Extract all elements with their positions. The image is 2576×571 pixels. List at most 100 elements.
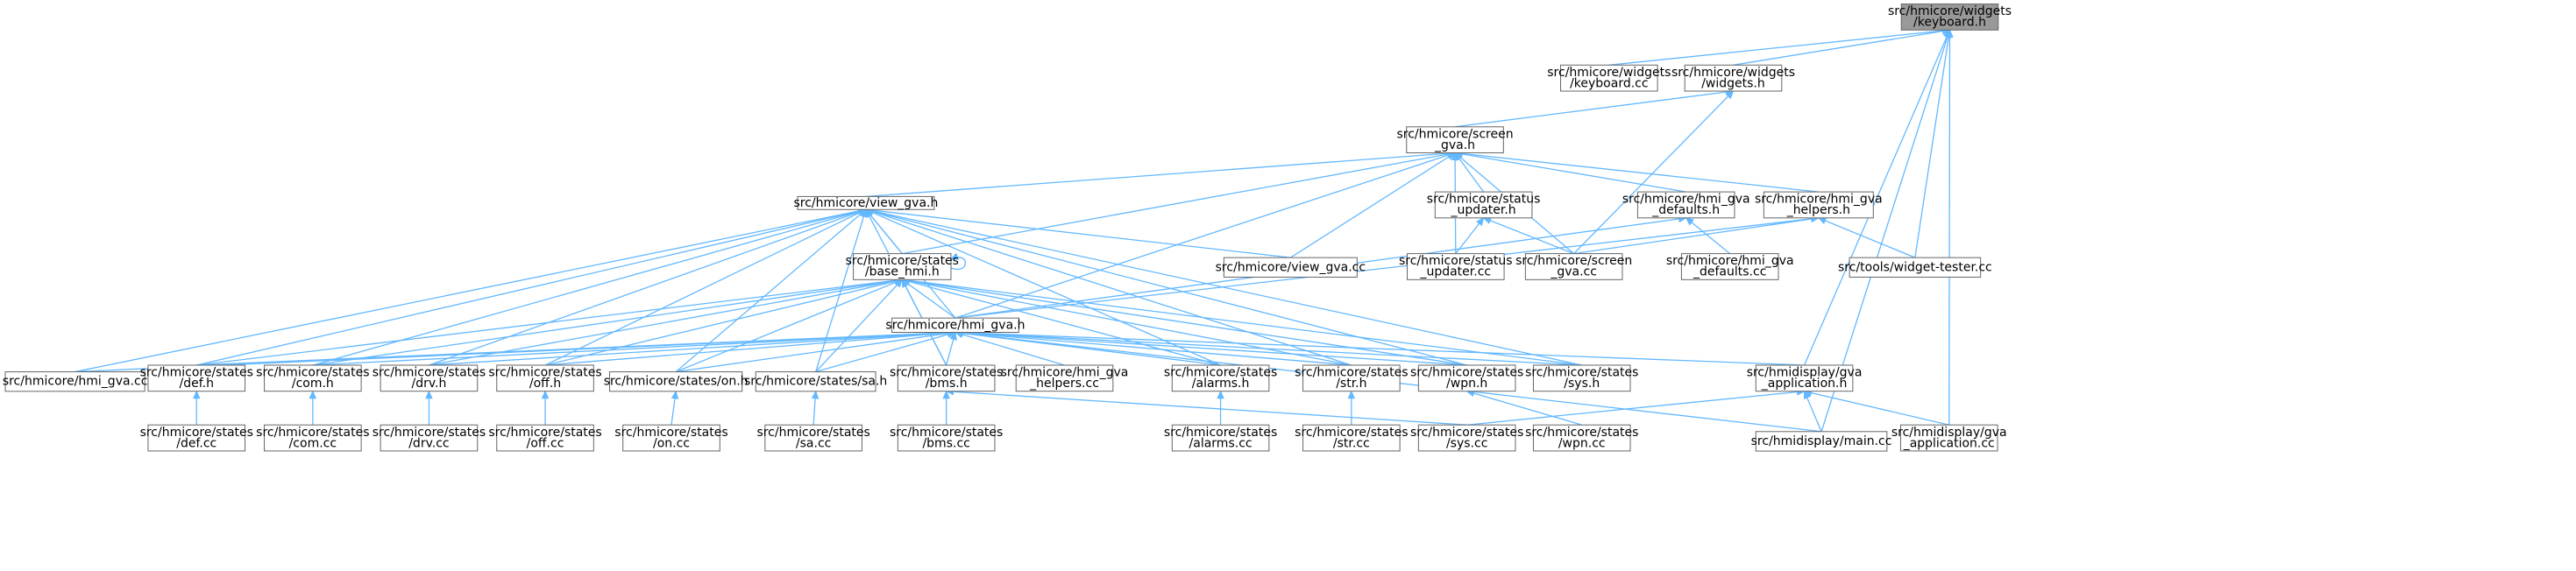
node-box[interactable] (1849, 257, 1982, 278)
node-status-updater-h[interactable]: src/hmicore/status_updater.h (1427, 191, 1541, 219)
arrowhead-icon (1454, 152, 1464, 161)
node-def-cc[interactable]: src/hmicore/states/def.cc (140, 424, 253, 452)
node-box[interactable] (1684, 64, 1783, 92)
node-gva-application-cc[interactable]: src/hmidisplay/gva_application.cc (1891, 424, 2007, 452)
node-box[interactable] (380, 424, 479, 452)
node-bms-h[interactable]: src/hmicore/states/bms.h (890, 364, 1003, 392)
node-base-hmi-h[interactable]: src/hmicore/states/base_hmi.h (846, 253, 959, 280)
node-screen-gva-h[interactable]: src/hmicore/screen_gva.h (1396, 126, 1514, 154)
node-keyboard-cc[interactable]: src/hmicore/widgets/keyboard.cc (1547, 64, 1671, 92)
node-off-cc[interactable]: src/hmicore/states/off.cc (488, 424, 602, 452)
node-str-cc[interactable]: src/hmicore/states/str.cc (1295, 424, 1409, 452)
node-view-gva-cc[interactable]: src/hmicore/view_gva.cc (1216, 257, 1366, 278)
node-box[interactable] (853, 253, 952, 280)
node-box[interactable] (755, 371, 876, 392)
node-label: src/hmicore/states (890, 426, 1003, 440)
node-off-h[interactable]: src/hmicore/states/off.h (488, 364, 602, 392)
node-box[interactable] (1434, 191, 1533, 219)
node-view-gva-h[interactable]: src/hmicore/view_gva.h (793, 196, 938, 210)
node-box[interactable] (1417, 424, 1516, 452)
node-drv-cc[interactable]: src/hmicore/states/drv.cc (373, 424, 486, 452)
node-box[interactable] (622, 424, 720, 452)
node-gva-application-h[interactable]: src/hmidisplay/gva_application.h (1747, 364, 1863, 392)
node-sa-h[interactable]: src/hmicore/states/sa.h (744, 371, 887, 392)
node-hmi-gva-defaults-cc[interactable]: src/hmicore/hmi_gva_defaults.cc (1666, 253, 1794, 280)
node-box[interactable] (764, 424, 862, 452)
node-wpn-cc[interactable]: src/hmicore/states/wpn.cc (1525, 424, 1638, 452)
node-box[interactable] (1524, 253, 1623, 280)
node-on-h[interactable]: src/hmicore/states/on.h (604, 371, 749, 392)
node-box[interactable] (891, 317, 1019, 333)
node-box[interactable] (4, 371, 145, 392)
node-box[interactable] (1302, 364, 1401, 392)
node-box[interactable] (897, 424, 996, 452)
node-sys-h[interactable]: src/hmicore/states/sys.h (1525, 364, 1638, 392)
node-box[interactable] (1015, 364, 1114, 392)
node-com-cc[interactable]: src/hmicore/states/com.cc (256, 424, 370, 452)
node-wpn-h[interactable]: src/hmicore/states/wpn.h (1410, 364, 1523, 392)
node-box[interactable] (1223, 257, 1358, 278)
node-hmi-gva-helpers-h[interactable]: src/hmicore/hmi_gva_helpers.h (1755, 191, 1883, 219)
node-com-h[interactable]: src/hmicore/states/com.h (256, 364, 370, 392)
node-box[interactable] (1755, 431, 1888, 452)
node-box[interactable] (1407, 253, 1505, 280)
node-box[interactable] (1763, 191, 1874, 219)
node-box[interactable] (264, 424, 362, 452)
node-box[interactable] (1680, 253, 1779, 280)
node-box[interactable] (897, 364, 996, 392)
node-box[interactable] (1171, 424, 1270, 452)
node-widget-tester-cc[interactable]: src/tools/widget-tester.cc (1838, 257, 1992, 278)
node-label: src/hmicore/states (373, 426, 486, 440)
node-box[interactable] (496, 424, 594, 452)
node-status-updater-cc[interactable]: src/hmicore/status_updater.cc (1399, 253, 1513, 280)
node-hmi-gva-h[interactable]: src/hmicore/hmi_gva.h (885, 317, 1025, 333)
node-box[interactable] (1417, 364, 1516, 392)
node-box[interactable] (609, 371, 743, 392)
node-box[interactable] (1899, 424, 1998, 452)
node-drv-h[interactable]: src/hmicore/states/drv.h (373, 364, 486, 392)
node-box[interactable] (1532, 364, 1631, 392)
node-alarms-cc[interactable]: src/hmicore/states/alarms.cc (1164, 424, 1277, 452)
node-box[interactable] (1900, 4, 1999, 31)
node-def-h[interactable]: src/hmicore/states/def.h (140, 364, 253, 392)
node-label: src/hmidisplay/gva (1891, 426, 2007, 440)
node-on-cc[interactable]: src/hmicore/states/on.cc (614, 424, 728, 452)
node-label: /keyboard.cc (1570, 76, 1649, 90)
node-box[interactable] (1171, 364, 1270, 392)
node-keyboard-h[interactable]: src/hmicore/widgets/keyboard.h (1888, 4, 2012, 31)
node-label: _helpers.cc (1029, 377, 1099, 391)
node-main-cc[interactable]: src/hmidisplay/main.cc (1751, 431, 1892, 452)
node-box[interactable] (380, 364, 479, 392)
node-box[interactable] (1560, 64, 1658, 92)
node-str-h[interactable]: src/hmicore/states/str.h (1295, 364, 1409, 392)
node-sys-cc[interactable]: src/hmicore/states/sys.cc (1410, 424, 1523, 452)
node-screen-gva-cc[interactable]: src/hmicore/screen_gva.cc (1515, 253, 1632, 280)
node-label: _defaults.h (1651, 203, 1720, 217)
node-box[interactable] (1532, 424, 1631, 452)
node-box[interactable] (1406, 126, 1504, 154)
node-hmi-gva-cc[interactable]: src/hmicore/hmi_gva.cc (3, 371, 148, 392)
node-box[interactable] (797, 195, 935, 210)
node-sa-cc[interactable]: src/hmicore/states/sa.cc (756, 424, 870, 452)
node-widgets-h[interactable]: src/hmicore/widgets/widgets.h (1671, 64, 1795, 92)
node-box[interactable] (147, 364, 246, 392)
node-box[interactable] (1755, 364, 1854, 392)
edge-drv_h-to-hmi_gva_h (429, 328, 957, 366)
node-hmi-gva-helpers-cc[interactable]: src/hmicore/hmi_gva_helpers.cc (1001, 364, 1129, 392)
node-hmi-gva-defaults-h[interactable]: src/hmicore/hmi_gva_defaults.h (1622, 191, 1750, 219)
arrowhead-icon (1946, 29, 1954, 38)
edge-line (75, 208, 867, 373)
node-box[interactable] (496, 364, 594, 392)
node-label: src/hmicore/widgets (1671, 66, 1795, 80)
node-label: /wpn.cc (1558, 436, 1606, 450)
node-box[interactable] (1636, 191, 1735, 219)
edge-status_updater_cc-to-status_updater_h (1455, 216, 1485, 255)
node-alarms-h[interactable]: src/hmicore/states/alarms.h (1164, 364, 1277, 392)
node-box[interactable] (147, 424, 246, 452)
node-box[interactable] (1302, 424, 1401, 452)
edge-line (946, 391, 1467, 426)
node-bms-cc[interactable]: src/hmicore/states/bms.cc (890, 424, 1003, 452)
arrowhead-icon (949, 252, 960, 260)
node-label: src/hmicore/status (1427, 193, 1541, 207)
node-box[interactable] (264, 364, 362, 392)
